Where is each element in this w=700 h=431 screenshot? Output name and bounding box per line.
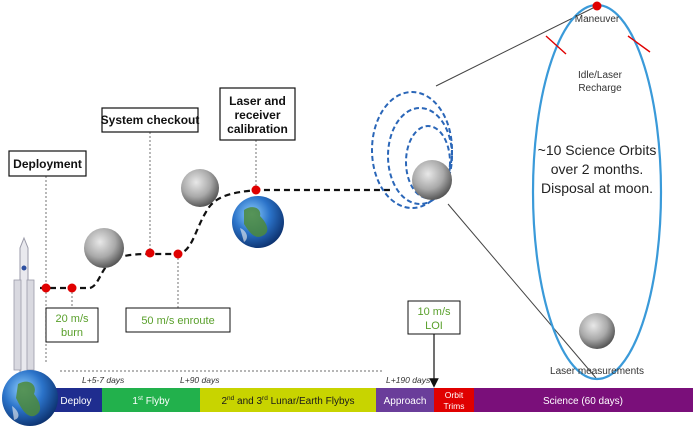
phase-deploy-label: Deploy: [60, 396, 91, 407]
moon-icon: [84, 228, 124, 268]
phase-first-flyby-label: 1st Flyby: [132, 395, 169, 407]
deployment-callout: Deployment: [8, 150, 87, 177]
loi-10-line-2: LOI: [425, 320, 443, 332]
phase-orbit-trims-line-1: Orbit: [445, 390, 464, 400]
idle-recharge-line-1: Idle/Laser: [578, 70, 623, 81]
phase-orbit-trims-line-2: Trims: [444, 401, 465, 411]
capture-orbits: [371, 91, 453, 209]
enroute-50-label: 50 m/s enroute: [141, 315, 214, 327]
burn-20-line-2: burn: [61, 327, 83, 339]
burn-20-box: 20 m/s burn: [45, 307, 99, 343]
phase-science: [474, 388, 693, 412]
phase-lunar-earth-flybys-label: 2nd and 3rd Lunar/Earth Flybys: [221, 395, 354, 407]
moon-icon: [412, 160, 452, 200]
burn-20-line-1: 20 m/s: [55, 313, 89, 325]
rocket-icon: [13, 236, 35, 373]
science-note-line-2: over 2 months.: [551, 161, 644, 177]
system-checkout-label: System checkout: [101, 113, 200, 127]
phase-approach-label: Approach: [384, 396, 427, 407]
timeline-bar: Deploy 1st Flyby 2nd and 3rd Lunar/Earth…: [38, 388, 693, 412]
marker-l90: L+90 days: [180, 375, 220, 385]
phase-science-label: Science (60 days): [543, 396, 623, 407]
science-note-line-3: Disposal at moon.: [541, 180, 653, 196]
idle-recharge-line-2: Recharge: [578, 83, 622, 94]
marker-l5-7: L+5-7 days: [82, 375, 125, 385]
science-note-line-1: ~10 Science Orbits: [538, 142, 657, 158]
phase-approach: [376, 388, 434, 412]
enroute-50-box: 50 m/s enroute: [125, 307, 231, 333]
maneuver-dot: [592, 1, 602, 11]
recharge-tick-right: [627, 35, 651, 53]
laser-calibration-line-1: Laser and: [229, 94, 286, 108]
loi-10-line-1: 10 m/s: [417, 306, 451, 318]
phase-orbit-trims: [434, 388, 474, 412]
earth-icon: [2, 370, 58, 426]
recharge-tick-left: [545, 35, 567, 55]
maneuver-label: Maneuver: [575, 14, 620, 25]
loi-10-box: 10 m/s LOI: [407, 300, 461, 335]
laser-calibration-line-2: receiver: [234, 108, 280, 122]
laser-measurements-label: Laser measurements: [550, 366, 644, 377]
trajectory-path: [40, 188, 390, 290]
phase-lunar-earth-flybys: [200, 388, 376, 412]
system-checkout-callout: System checkout: [101, 107, 200, 133]
zoom-line-bottom: [447, 203, 597, 379]
earth-icon: [232, 196, 284, 248]
marker-l190: L+190 days: [386, 375, 431, 385]
zoom-line-top: [435, 5, 598, 87]
deployment-label: Deployment: [13, 157, 82, 171]
phase-first-flyby: [102, 388, 200, 412]
laser-calibration-callout: Laser and receiver calibration: [219, 87, 296, 141]
laser-calibration-line-3: calibration: [227, 122, 288, 136]
burn-dots: [41, 185, 261, 293]
moon-icon: [181, 169, 219, 207]
moon-icon: [579, 313, 615, 349]
